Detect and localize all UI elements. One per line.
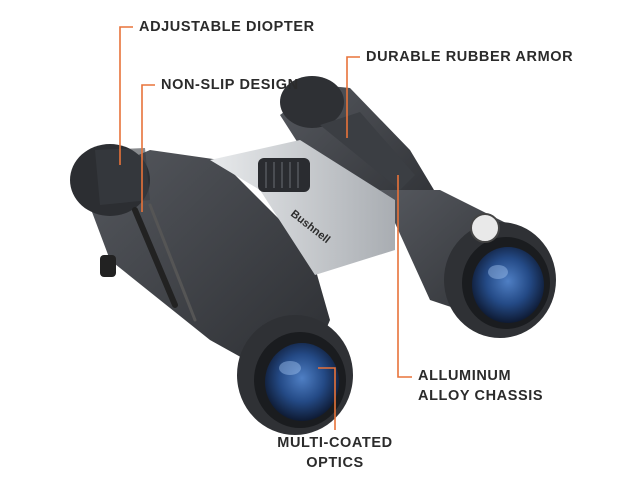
brand-badge — [470, 213, 500, 243]
callout-line-chassis — [397, 175, 412, 378]
front-right-barrel — [380, 190, 556, 338]
callout-diopter: ADJUSTABLE DIOPTER — [139, 19, 315, 35]
callout-line-optics — [318, 367, 336, 430]
callout-rubber-armor: DURABLE RUBBER ARMOR — [366, 49, 574, 65]
callout-chassis-line1: ALLUMINUM — [418, 368, 512, 384]
center-bridge: Bushnell — [210, 112, 415, 275]
callout-lines — [119, 26, 412, 430]
callout-optics-line1: MULTI-COATED — [277, 435, 393, 451]
callout-chassis-line2: ALLOY CHASSIS — [418, 388, 544, 404]
right-objective-lens — [472, 247, 544, 323]
callout-line-armor — [346, 56, 360, 138]
callout-optics: MULTI-COATED OPTICS — [270, 433, 400, 473]
left-objective-lens — [265, 343, 339, 421]
callout-non-slip: NON-SLIP DESIGN — [161, 77, 299, 93]
callout-line-grip — [141, 84, 155, 212]
callout-chassis: ALLUMINUM ALLOY CHASSIS — [418, 366, 543, 406]
callout-line-diopter — [119, 26, 133, 165]
callout-optics-line2: OPTICS — [306, 455, 364, 471]
